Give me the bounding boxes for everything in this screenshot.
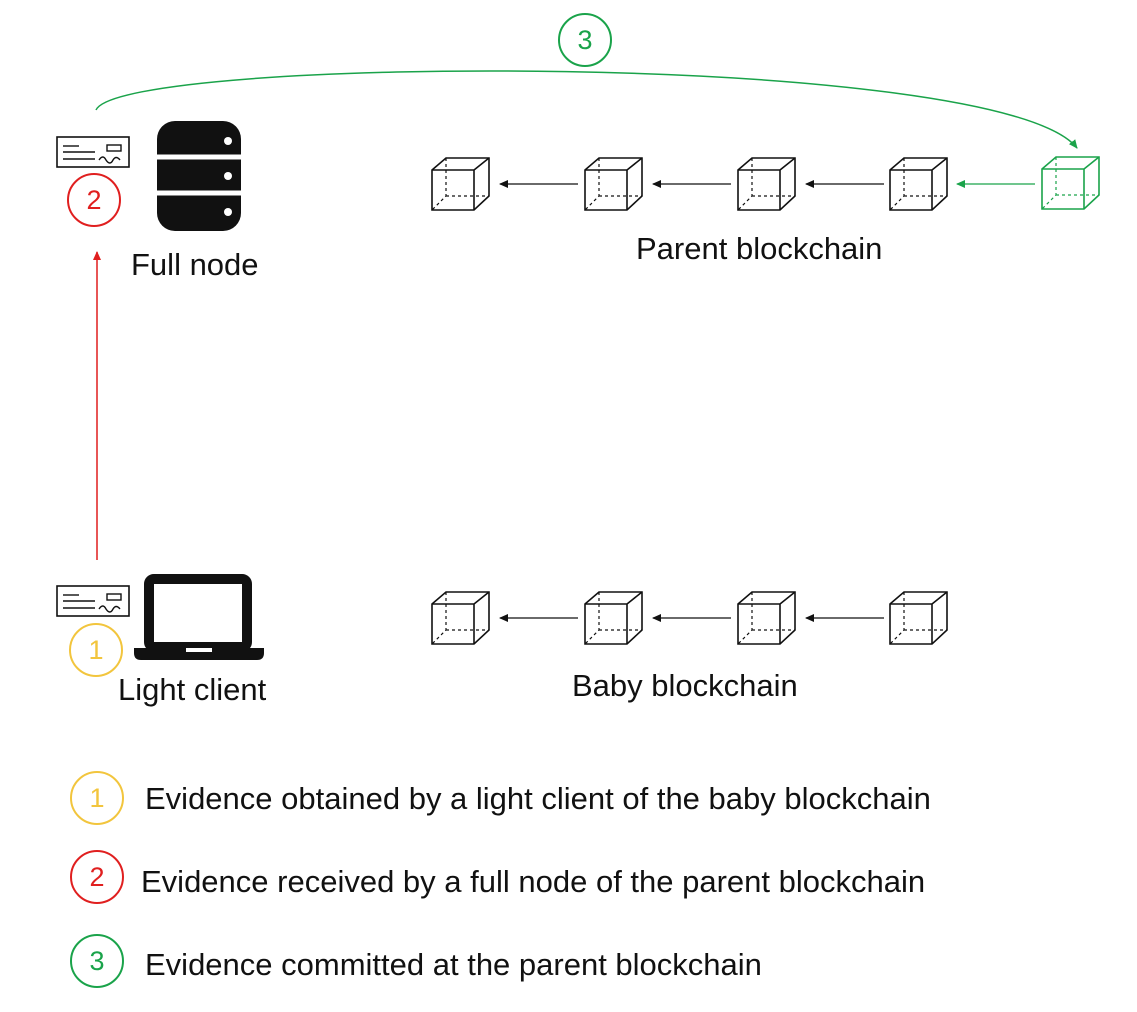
step-1-badge: 1 (69, 623, 123, 677)
parent-block-4 (889, 157, 948, 211)
commit-arrow (95, 70, 1078, 149)
legend-text-2: Evidence received by a full node of the … (141, 864, 926, 899)
light-client-label: Light client (118, 672, 267, 707)
parent-block-3 (737, 157, 796, 211)
parent-chain-label: Parent blockchain (636, 231, 883, 266)
evidence-document-icon-top (56, 136, 130, 168)
baby-block-4 (889, 591, 948, 645)
parent-block-1 (431, 157, 490, 211)
legend-badge-1: 1 (70, 771, 124, 825)
laptop-icon (134, 574, 264, 660)
baby-block-2 (584, 591, 643, 645)
legend-text-3: Evidence committed at the parent blockch… (145, 947, 762, 982)
evidence-document-icon-bottom (56, 585, 130, 617)
baby-chain-label: Baby blockchain (572, 668, 798, 703)
database-icon (157, 121, 241, 231)
parent-block-new (1041, 156, 1100, 210)
parent-block-2 (584, 157, 643, 211)
legend-badge-3: 3 (70, 934, 124, 988)
step-3-badge: 3 (558, 13, 612, 67)
baby-block-1 (431, 591, 490, 645)
legend-text-1: Evidence obtained by a light client of t… (145, 781, 931, 816)
legend-badge-2: 2 (70, 850, 124, 904)
step-2-badge: 2 (67, 173, 121, 227)
full-node-label: Full node (131, 247, 259, 282)
baby-block-3 (737, 591, 796, 645)
